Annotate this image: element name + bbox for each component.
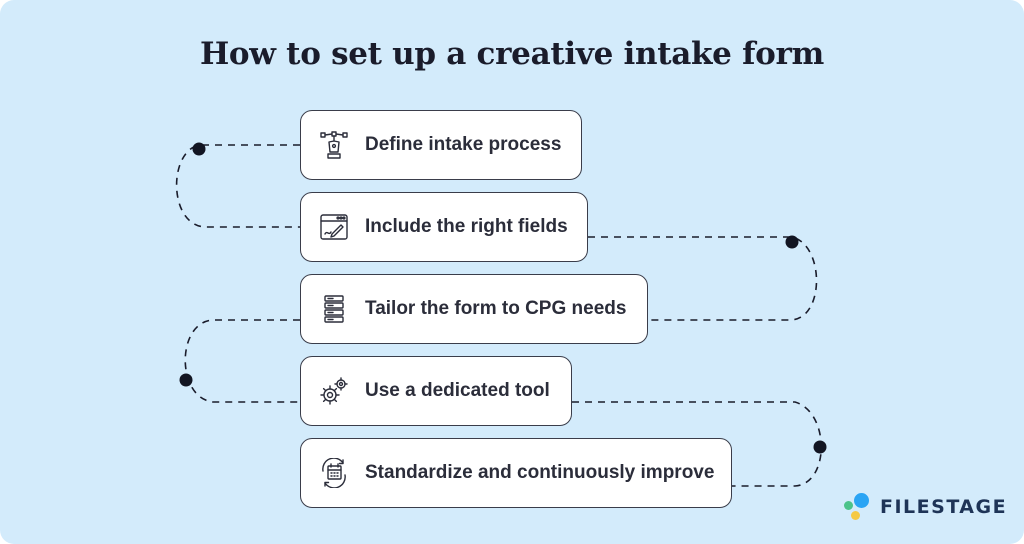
path-dot bbox=[179, 373, 193, 387]
path-dot bbox=[192, 142, 206, 156]
path-dot bbox=[785, 235, 799, 249]
list-form-icon bbox=[319, 294, 349, 324]
step-label: Use a dedicated tool bbox=[365, 380, 550, 401]
logo-wordmark: FILESTAGE bbox=[880, 496, 1008, 518]
filestage-logo: FILESTAGE bbox=[842, 492, 1007, 522]
step-define-intake-process: Define intake process bbox=[300, 110, 582, 180]
logo-dot-yellow bbox=[851, 511, 860, 520]
path-dot bbox=[813, 440, 827, 454]
step-label: Standardize and continuously improve bbox=[365, 462, 715, 483]
pen-tool-icon bbox=[319, 130, 349, 160]
step-include-right-fields: Include the right fields bbox=[300, 192, 588, 262]
logo-dot-blue bbox=[854, 493, 869, 508]
step-tailor-form-cpg: Tailor the form to CPG needs bbox=[300, 274, 648, 344]
step-standardize-improve: Standardize and continuously improve bbox=[300, 438, 732, 508]
logo-mark bbox=[842, 492, 870, 522]
calendar-cycle-icon bbox=[319, 458, 349, 488]
gears-icon bbox=[319, 376, 349, 406]
logo-dot-green bbox=[844, 501, 853, 510]
page-title: How to set up a creative intake form bbox=[199, 36, 825, 72]
step-use-dedicated-tool: Use a dedicated tool bbox=[300, 356, 572, 426]
step-label: Include the right fields bbox=[365, 216, 568, 237]
step-label: Tailor the form to CPG needs bbox=[365, 298, 627, 319]
step-label: Define intake process bbox=[365, 134, 562, 155]
browser-edit-icon bbox=[319, 212, 349, 242]
